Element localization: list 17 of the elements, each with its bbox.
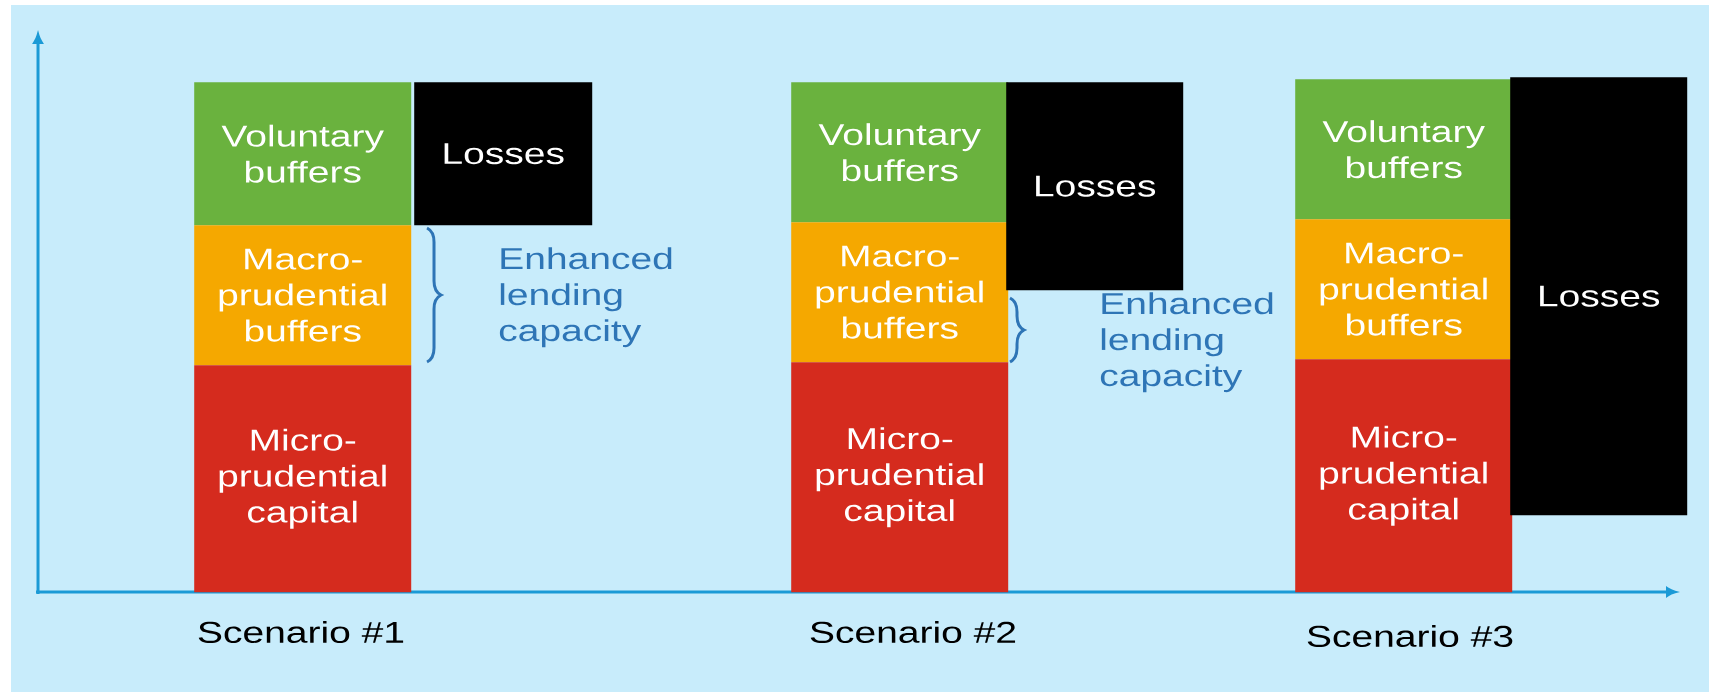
buffer-block: Macro-prudential buffers xyxy=(194,225,412,366)
buffer-block: Macro-prudential buffers xyxy=(791,222,1009,363)
capital-block: Micro-prudential capital xyxy=(1295,359,1513,593)
buffer-block: Voluntary buffers xyxy=(1295,79,1513,220)
losses-block: Losses xyxy=(1510,77,1688,516)
buffer-block: Voluntary buffers xyxy=(791,82,1009,223)
buffer-block: Macro-prudential buffers xyxy=(1295,219,1513,360)
buffer-block: Voluntary buffers xyxy=(194,82,412,226)
losses-block: Losses xyxy=(1006,82,1184,291)
capital-block: Micro-prudential capital xyxy=(791,362,1009,593)
annotation-text: Enhanced lending capacity xyxy=(1100,292,1273,393)
scenario-label: Scenario #2 xyxy=(810,620,1016,643)
capital-block: Micro-prudential capital xyxy=(194,365,412,593)
scenario-label: Scenario #1 xyxy=(198,620,404,643)
annotation-text: Enhanced lending capacity xyxy=(499,247,672,348)
losses-block: Losses xyxy=(414,82,593,226)
scenario-label: Scenario #3 xyxy=(1307,624,1513,647)
